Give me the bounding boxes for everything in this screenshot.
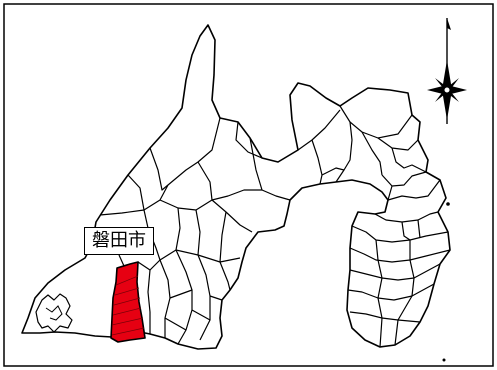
- island-marker: [442, 358, 446, 362]
- map-border: [3, 3, 494, 367]
- highlight-hatching: [111, 275, 145, 336]
- lake-hamana-inner: [45, 305, 63, 321]
- prefecture-outline: [21, 24, 451, 350]
- island-marker: [446, 202, 450, 206]
- label-leader-line: [118, 254, 125, 267]
- lake-hamana: [35, 293, 73, 333]
- city-label: 磐田市: [84, 227, 154, 255]
- compass-rose-icon: [427, 18, 467, 124]
- highlighted-city-area: [110, 261, 146, 343]
- municipal-boundaries-east: [297, 105, 451, 348]
- municipal-boundaries-west: [99, 117, 291, 345]
